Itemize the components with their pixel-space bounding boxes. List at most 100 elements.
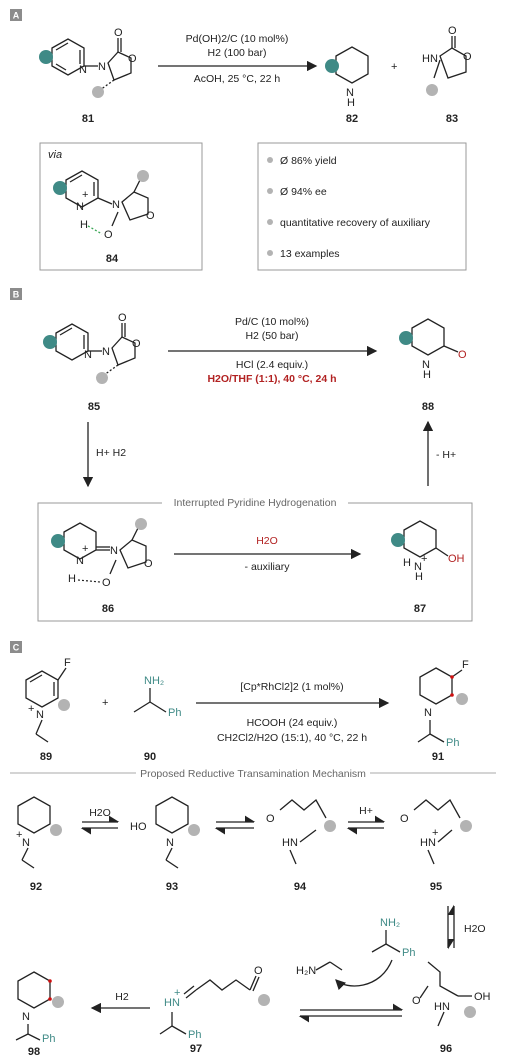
- svg-text:N: N: [112, 199, 120, 211]
- label-b-up: - H+: [436, 449, 456, 461]
- svg-text:HO: HO: [130, 821, 147, 833]
- svg-text:N: N: [79, 64, 87, 76]
- svg-text:H2 (50 bar): H2 (50 bar): [245, 330, 298, 342]
- svg-text:OH: OH: [474, 991, 491, 1003]
- svg-text:85: 85: [88, 401, 100, 413]
- svg-text:HN: HN: [434, 1001, 450, 1013]
- compound-94: O HN 94: [266, 798, 336, 893]
- compound-95: O HN + 95: [400, 798, 472, 893]
- svg-text:H2O: H2O: [89, 807, 111, 819]
- svg-text:+: +: [82, 543, 88, 555]
- svg-text:Ph: Ph: [42, 1033, 55, 1045]
- svg-text:NH₂: NH₂: [380, 917, 400, 929]
- plus-sign-a: +: [391, 61, 397, 73]
- svg-text:O: O: [132, 338, 141, 350]
- svg-text:93: 93: [166, 881, 178, 893]
- svg-text:+: +: [432, 827, 438, 839]
- conditions-c: [Cp*RhCl2]2 (1 mol%) HCOOH (24 equiv.) C…: [196, 681, 390, 744]
- svg-text:+: +: [28, 703, 34, 715]
- compound-81: N N O O 81: [39, 27, 137, 125]
- bullet-yield: Ø 86% yield: [280, 155, 337, 167]
- svg-text:H: H: [423, 369, 431, 381]
- svg-text:82: 82: [346, 113, 358, 125]
- svg-text:N: N: [414, 561, 422, 573]
- svg-text:C: C: [13, 643, 20, 653]
- compound-97: O HN + Ph 97: [159, 965, 270, 1055]
- panel-a-tag: A: [10, 9, 22, 21]
- svg-text:+: +: [82, 189, 88, 201]
- svg-text:N: N: [102, 346, 110, 358]
- svg-text:O: O: [400, 813, 409, 825]
- svg-text:H: H: [80, 219, 88, 231]
- svg-text:N: N: [36, 709, 44, 721]
- svg-text:N: N: [84, 349, 92, 361]
- svg-text:Ph: Ph: [168, 707, 181, 719]
- svg-text:- auxiliary: - auxiliary: [245, 561, 291, 573]
- compound-82: N H 82: [325, 46, 369, 125]
- compound-93: HO N 93: [130, 796, 200, 893]
- svg-text:NH₂: NH₂: [144, 675, 164, 687]
- svg-text:N: N: [22, 837, 30, 849]
- svg-text:A: A: [13, 11, 20, 21]
- svg-text:94: 94: [294, 881, 307, 893]
- equilibrium-arrow-2: [214, 815, 256, 835]
- compound-90: NH₂ Ph 90: [133, 675, 181, 763]
- svg-text:H2: H2: [115, 991, 129, 1003]
- intermediate-box-84: via N + H N O O 84: [39, 142, 203, 271]
- label-b-down: H+ H2: [96, 447, 126, 459]
- svg-text:+: +: [16, 829, 22, 841]
- svg-text:O: O: [104, 229, 113, 241]
- conditions-b: Pd/C (10 mol%) H2 (50 bar) HCl (2.4 equi…: [168, 316, 378, 385]
- svg-text:N: N: [346, 87, 354, 99]
- compound-85: N N O O 85: [43, 312, 141, 413]
- svg-text:Ph: Ph: [188, 1029, 201, 1041]
- svg-text:H₂N: H₂N: [296, 965, 316, 977]
- svg-text:O: O: [102, 577, 111, 589]
- bullet-ee: Ø 94% ee: [280, 186, 327, 198]
- svg-text:90: 90: [144, 751, 156, 763]
- svg-text:95: 95: [430, 881, 442, 893]
- svg-text:via: via: [48, 149, 62, 161]
- svg-text:CH2Cl2/H2O (15:1), 40 °C, 22 h: CH2Cl2/H2O (15:1), 40 °C, 22 h: [217, 732, 367, 744]
- svg-text:HN: HN: [164, 997, 180, 1009]
- svg-text:92: 92: [30, 881, 42, 893]
- svg-text:89: 89: [40, 751, 52, 763]
- svg-text:+: +: [421, 553, 427, 565]
- svg-text:H: H: [415, 571, 423, 583]
- svg-text:84: 84: [106, 253, 119, 265]
- grey-substituent-81: [92, 86, 104, 98]
- reduction-arrow: H2: [90, 991, 150, 1014]
- svg-text:O: O: [448, 25, 457, 37]
- panel-b: B N N O O 85 Pd/C (10 mol%) H2 (50 bar) …: [10, 288, 473, 622]
- svg-text:F: F: [462, 659, 469, 671]
- svg-text:N: N: [76, 201, 84, 213]
- svg-text:H+: H+: [359, 805, 373, 817]
- teal-substituent-81: [39, 50, 53, 64]
- svg-text:N: N: [22, 1011, 30, 1023]
- svg-text:Pd(OH)2/C (10 mol%): Pd(OH)2/C (10 mol%): [186, 33, 289, 45]
- svg-text:O: O: [463, 51, 472, 63]
- svg-text:HCOOH (24 equiv.): HCOOH (24 equiv.): [247, 717, 338, 729]
- panel-c-tag: C: [10, 641, 22, 653]
- svg-text:Proposed Reductive Transaminat: Proposed Reductive Transamination Mechan…: [140, 768, 366, 780]
- svg-text:OH: OH: [448, 553, 465, 565]
- svg-text:O: O: [114, 27, 123, 39]
- panel-a: A N N O O 81 Pd(OH)2/C (10 mol%) H2 (100…: [10, 9, 472, 271]
- svg-text:O: O: [146, 210, 155, 222]
- teal-substituent-82: [325, 59, 339, 73]
- svg-text:Ph: Ph: [446, 737, 459, 749]
- svg-text:O: O: [118, 312, 127, 324]
- svg-text:HCl (2.4 equiv.): HCl (2.4 equiv.): [236, 359, 308, 371]
- svg-text:N: N: [76, 555, 84, 567]
- plus-sign-c: +: [102, 697, 108, 709]
- svg-text:Pd/C (10 mol%): Pd/C (10 mol%): [235, 316, 309, 328]
- svg-text:H2 (100 bar): H2 (100 bar): [208, 47, 267, 59]
- compound-96: O HN OH 96: [412, 961, 491, 1055]
- svg-text:H: H: [403, 557, 411, 569]
- equilibrium-arrow-3: H+: [346, 805, 386, 835]
- svg-text:81: 81: [82, 113, 94, 125]
- equilibrium-arrow-1: H2O: [80, 807, 120, 835]
- svg-text:H2O: H2O: [464, 923, 486, 935]
- svg-text:AcOH, 25 °C, 22 h: AcOH, 25 °C, 22 h: [194, 73, 281, 85]
- svg-text:H: H: [347, 97, 355, 109]
